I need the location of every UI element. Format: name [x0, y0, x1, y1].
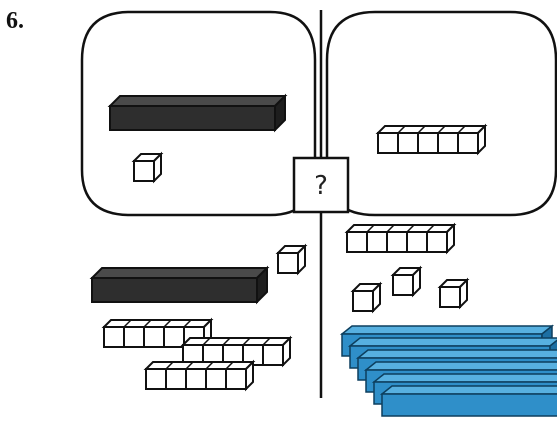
unit-cube-icon — [393, 268, 420, 295]
dark-ten-rod-icon — [110, 96, 285, 130]
five-cube-rod-icon — [146, 362, 253, 389]
blue-ten-rod-icon — [382, 386, 557, 416]
five-cube-rod-icon — [347, 225, 454, 252]
five-cube-rod-icon — [183, 338, 290, 365]
question-mark: ? — [314, 171, 328, 201]
unit-cube-icon — [353, 284, 380, 311]
five-cube-rod-icon — [378, 126, 485, 153]
unit-cube-icon — [440, 280, 467, 307]
unit-cube-icon — [278, 246, 305, 273]
blue-ten-rod-bundle — [342, 326, 557, 416]
dark-ten-rod-icon — [92, 268, 267, 302]
right-comparison-box — [327, 12, 556, 215]
unit-cube-icon — [134, 154, 161, 181]
